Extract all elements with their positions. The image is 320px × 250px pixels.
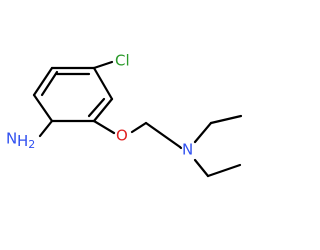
- ring-bond-bottom-right: [92, 97, 114, 123]
- bond-ethyl2-methyl: [206, 163, 242, 178]
- ring-bond-bottom-right-inner: [87, 97, 106, 118]
- bond-ch2-nitrogen: [178, 145, 183, 150]
- bond-nitrogen-ethyl2: [193, 158, 210, 178]
- amine-hydrogen-symbol: H: [17, 132, 28, 150]
- ring-bond-bottom-left: [32, 93, 54, 123]
- ring-bond-top-left-inner: [40, 70, 59, 97]
- amine-hydrogen-count: 2: [28, 138, 35, 151]
- ring-bond-top-left: [32, 66, 54, 97]
- bond-ethyl1-methyl: [209, 114, 243, 125]
- oxygen-atom-label: O: [116, 127, 128, 145]
- amine-nitrogen-label: N: [6, 130, 17, 148]
- bond-nitrogen-ethyl1: [193, 121, 213, 144]
- ring-bond-top-right: [92, 66, 114, 101]
- bond-oxygen-ch2: [130, 121, 148, 134]
- bond-ring-chlorine: [92, 60, 114, 70]
- chlorine-atom-label: Cl: [115, 52, 130, 70]
- bond-ring-oxygen: [92, 119, 116, 135]
- amine-hydrogens-label: H2: [17, 132, 35, 152]
- bond-ring-amine: [38, 119, 54, 138]
- tertiary-nitrogen-label: N: [182, 141, 193, 159]
- molecule-structure-diagram: Cl N H2 O N: [6, 52, 243, 178]
- bond-ch2-ch2: [144, 121, 182, 149]
